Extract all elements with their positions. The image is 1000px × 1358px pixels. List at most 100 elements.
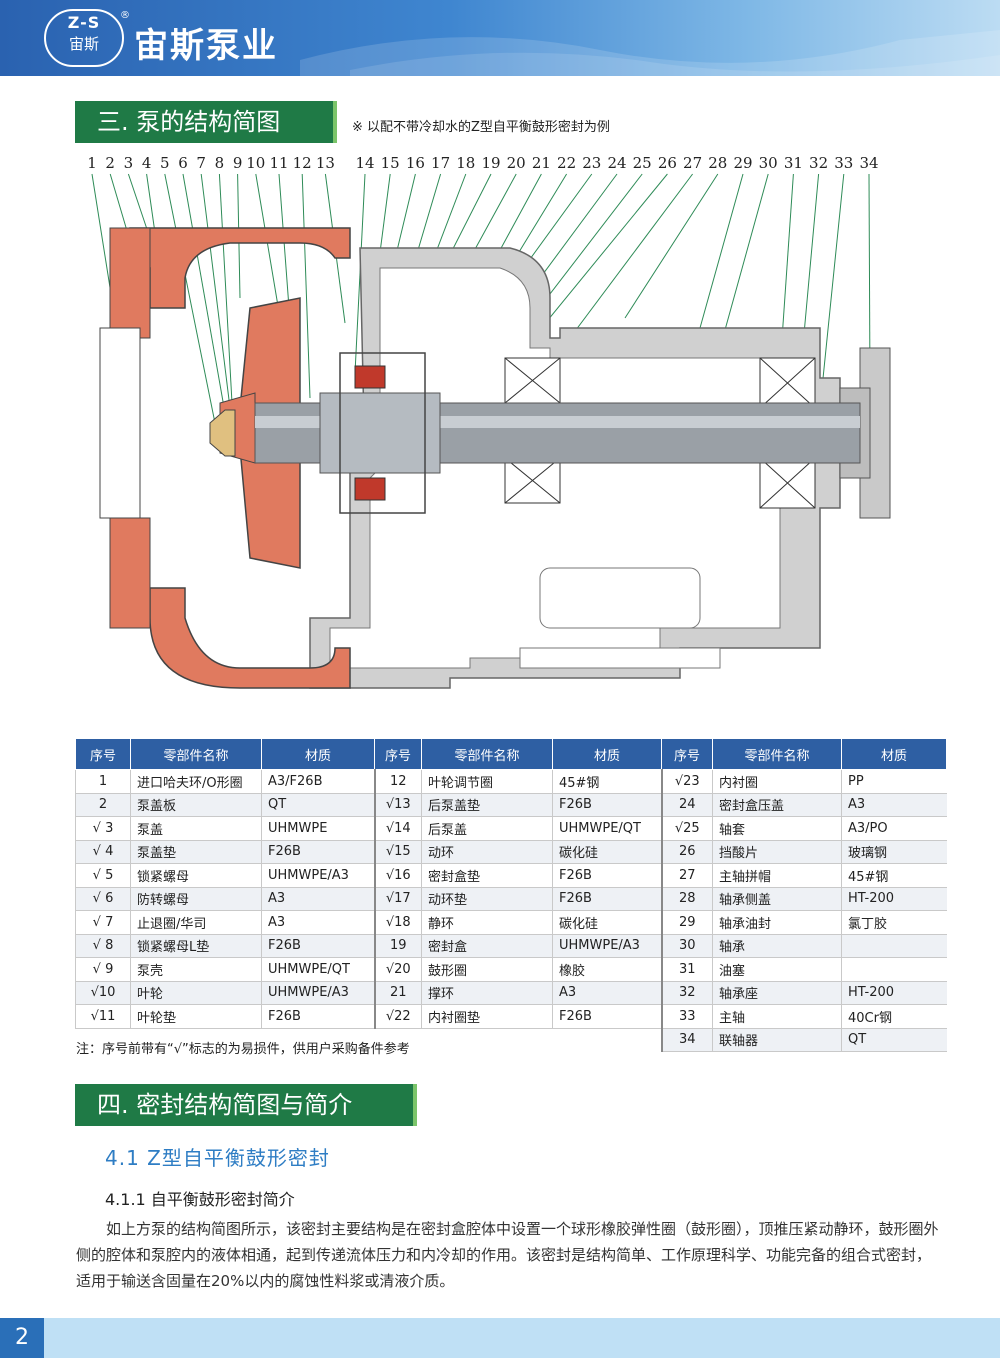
- part-number-cell: 12: [373, 769, 422, 794]
- part-number-label: 15: [381, 154, 400, 172]
- col-header: 序号: [661, 738, 713, 770]
- part-number-cell: √16: [373, 863, 422, 888]
- part-material-cell: QT: [261, 793, 375, 817]
- part-name-cell: 轴承: [712, 934, 842, 958]
- part-number-cell: 31: [660, 957, 713, 982]
- shaft-sleeve: [319, 392, 441, 474]
- part-name-cell: 轴承油封: [712, 910, 842, 935]
- part-number-cell: √18: [373, 910, 422, 935]
- part-name-cell: 主轴拼帽: [712, 863, 842, 888]
- part-material-cell: PP: [841, 769, 947, 794]
- part-name-cell: 锁紧螺母: [130, 863, 262, 888]
- part-number-cell: √23: [660, 769, 713, 794]
- coupling-flange: [859, 347, 891, 519]
- part-number-cell: 21: [373, 981, 422, 1005]
- logo-top-text: Z-S: [67, 13, 101, 32]
- part-name-cell: 防转螺母: [130, 887, 262, 911]
- section-3-heading: 三. 泵的结构简图: [75, 101, 337, 143]
- col-header: 材质: [841, 738, 947, 770]
- part-name-cell: 动环: [421, 840, 553, 864]
- pump-casing-lower: [149, 587, 351, 689]
- part-number-cell: 33: [660, 1004, 713, 1029]
- page-footer-bar: [0, 1318, 1000, 1358]
- part-number-label: 13: [316, 154, 335, 172]
- part-name-cell: 止退圈/华司: [130, 910, 262, 935]
- part-number-cell: √ 3: [75, 816, 131, 841]
- part-number-label: 16: [406, 154, 425, 172]
- part-name-cell: 叶轮: [130, 981, 262, 1005]
- part-name-cell: 鼓形圈: [421, 957, 553, 982]
- part-number-label: 18: [456, 154, 475, 172]
- leader-line: [218, 173, 233, 404]
- part-material-cell: F26B: [261, 840, 375, 864]
- part-number-label: 4: [142, 154, 152, 172]
- part-number-cell: 26: [660, 840, 713, 864]
- part-material-cell: QT: [841, 1028, 947, 1052]
- col-header: 序号: [374, 738, 422, 770]
- part-number-cell: 28: [660, 887, 713, 911]
- lock-nut: [209, 409, 236, 457]
- col-header: 零部件名称: [421, 738, 553, 770]
- seal-description-paragraph: 如上方泵的结构简图所示，该密封主要结构是在密封盒腔体中设置一个球形橡胶弹性圈（鼓…: [76, 1220, 939, 1290]
- part-name-cell: 密封盒垫: [421, 863, 553, 888]
- section-4-heading: 四. 密封结构简图与简介: [75, 1084, 417, 1126]
- part-number-cell: √22: [373, 1004, 422, 1029]
- part-number-label: 19: [481, 154, 500, 172]
- registered-mark: ®: [120, 10, 130, 21]
- part-material-cell: UHMWPE/A3: [552, 934, 662, 958]
- part-name-cell: 联轴器: [712, 1028, 842, 1052]
- empty-cell: [261, 1028, 375, 1052]
- part-material-cell: 玻璃钢: [841, 840, 947, 864]
- part-material-cell: HT-200: [841, 887, 947, 911]
- part-number-label: 9: [233, 154, 243, 172]
- part-material-cell: F26B: [552, 863, 662, 888]
- part-material-cell: F26B: [552, 887, 662, 911]
- empty-cell: [75, 1028, 131, 1052]
- part-name-cell: 轴承座: [712, 981, 842, 1005]
- part-number-cell: 29: [660, 910, 713, 935]
- part-number-label: 25: [633, 154, 652, 172]
- part-number-label: 12: [293, 154, 312, 172]
- part-number-cell: √20: [373, 957, 422, 982]
- part-name-cell: 后泵盖垫: [421, 793, 553, 817]
- part-material-cell: 橡胶: [552, 957, 662, 982]
- part-number-cell: √14: [373, 816, 422, 841]
- page-number: 2: [0, 1318, 44, 1358]
- pump-cover-bottom: [109, 517, 151, 629]
- seal-ring-top: [354, 365, 386, 389]
- part-number-cell: 19: [373, 934, 422, 958]
- col-header: 零部件名称: [130, 738, 262, 770]
- part-number-label: 5: [160, 154, 170, 172]
- leader-line: [200, 173, 231, 409]
- part-number-label: 17: [431, 154, 450, 172]
- part-name-cell: 撑环: [421, 981, 553, 1005]
- header-wave-decoration: [300, 30, 1000, 76]
- part-number-label: 7: [196, 154, 206, 172]
- part-number-cell: 27: [660, 863, 713, 888]
- empty-cell: [552, 1028, 662, 1052]
- part-number-cell: √ 8: [75, 934, 131, 958]
- part-name-cell: 密封盒压盖: [712, 793, 842, 817]
- part-name-cell: 泵盖: [130, 816, 262, 841]
- subsection-4-1-title: 4.1 Z型自平衡鼓形密封: [105, 1146, 330, 1170]
- leader-line: [624, 173, 719, 319]
- page-header: Z-S 宙斯 ® 宙斯泵业: [0, 0, 1000, 76]
- part-material-cell: 碳化硅: [552, 910, 662, 935]
- parts-table-header: 序号 零部件名称 材质 序号 零部件名称 材质 序号 零部件名称 材质: [75, 738, 947, 770]
- part-material-cell: 40Cr钢: [841, 1004, 947, 1029]
- part-name-cell: 泵盖垫: [130, 840, 262, 864]
- part-number-cell: √ 4: [75, 840, 131, 864]
- part-number-label: 27: [683, 154, 702, 172]
- part-number-cell: 1: [75, 769, 131, 794]
- part-number-cell: √11: [75, 1004, 131, 1029]
- part-name-cell: 静环: [421, 910, 553, 935]
